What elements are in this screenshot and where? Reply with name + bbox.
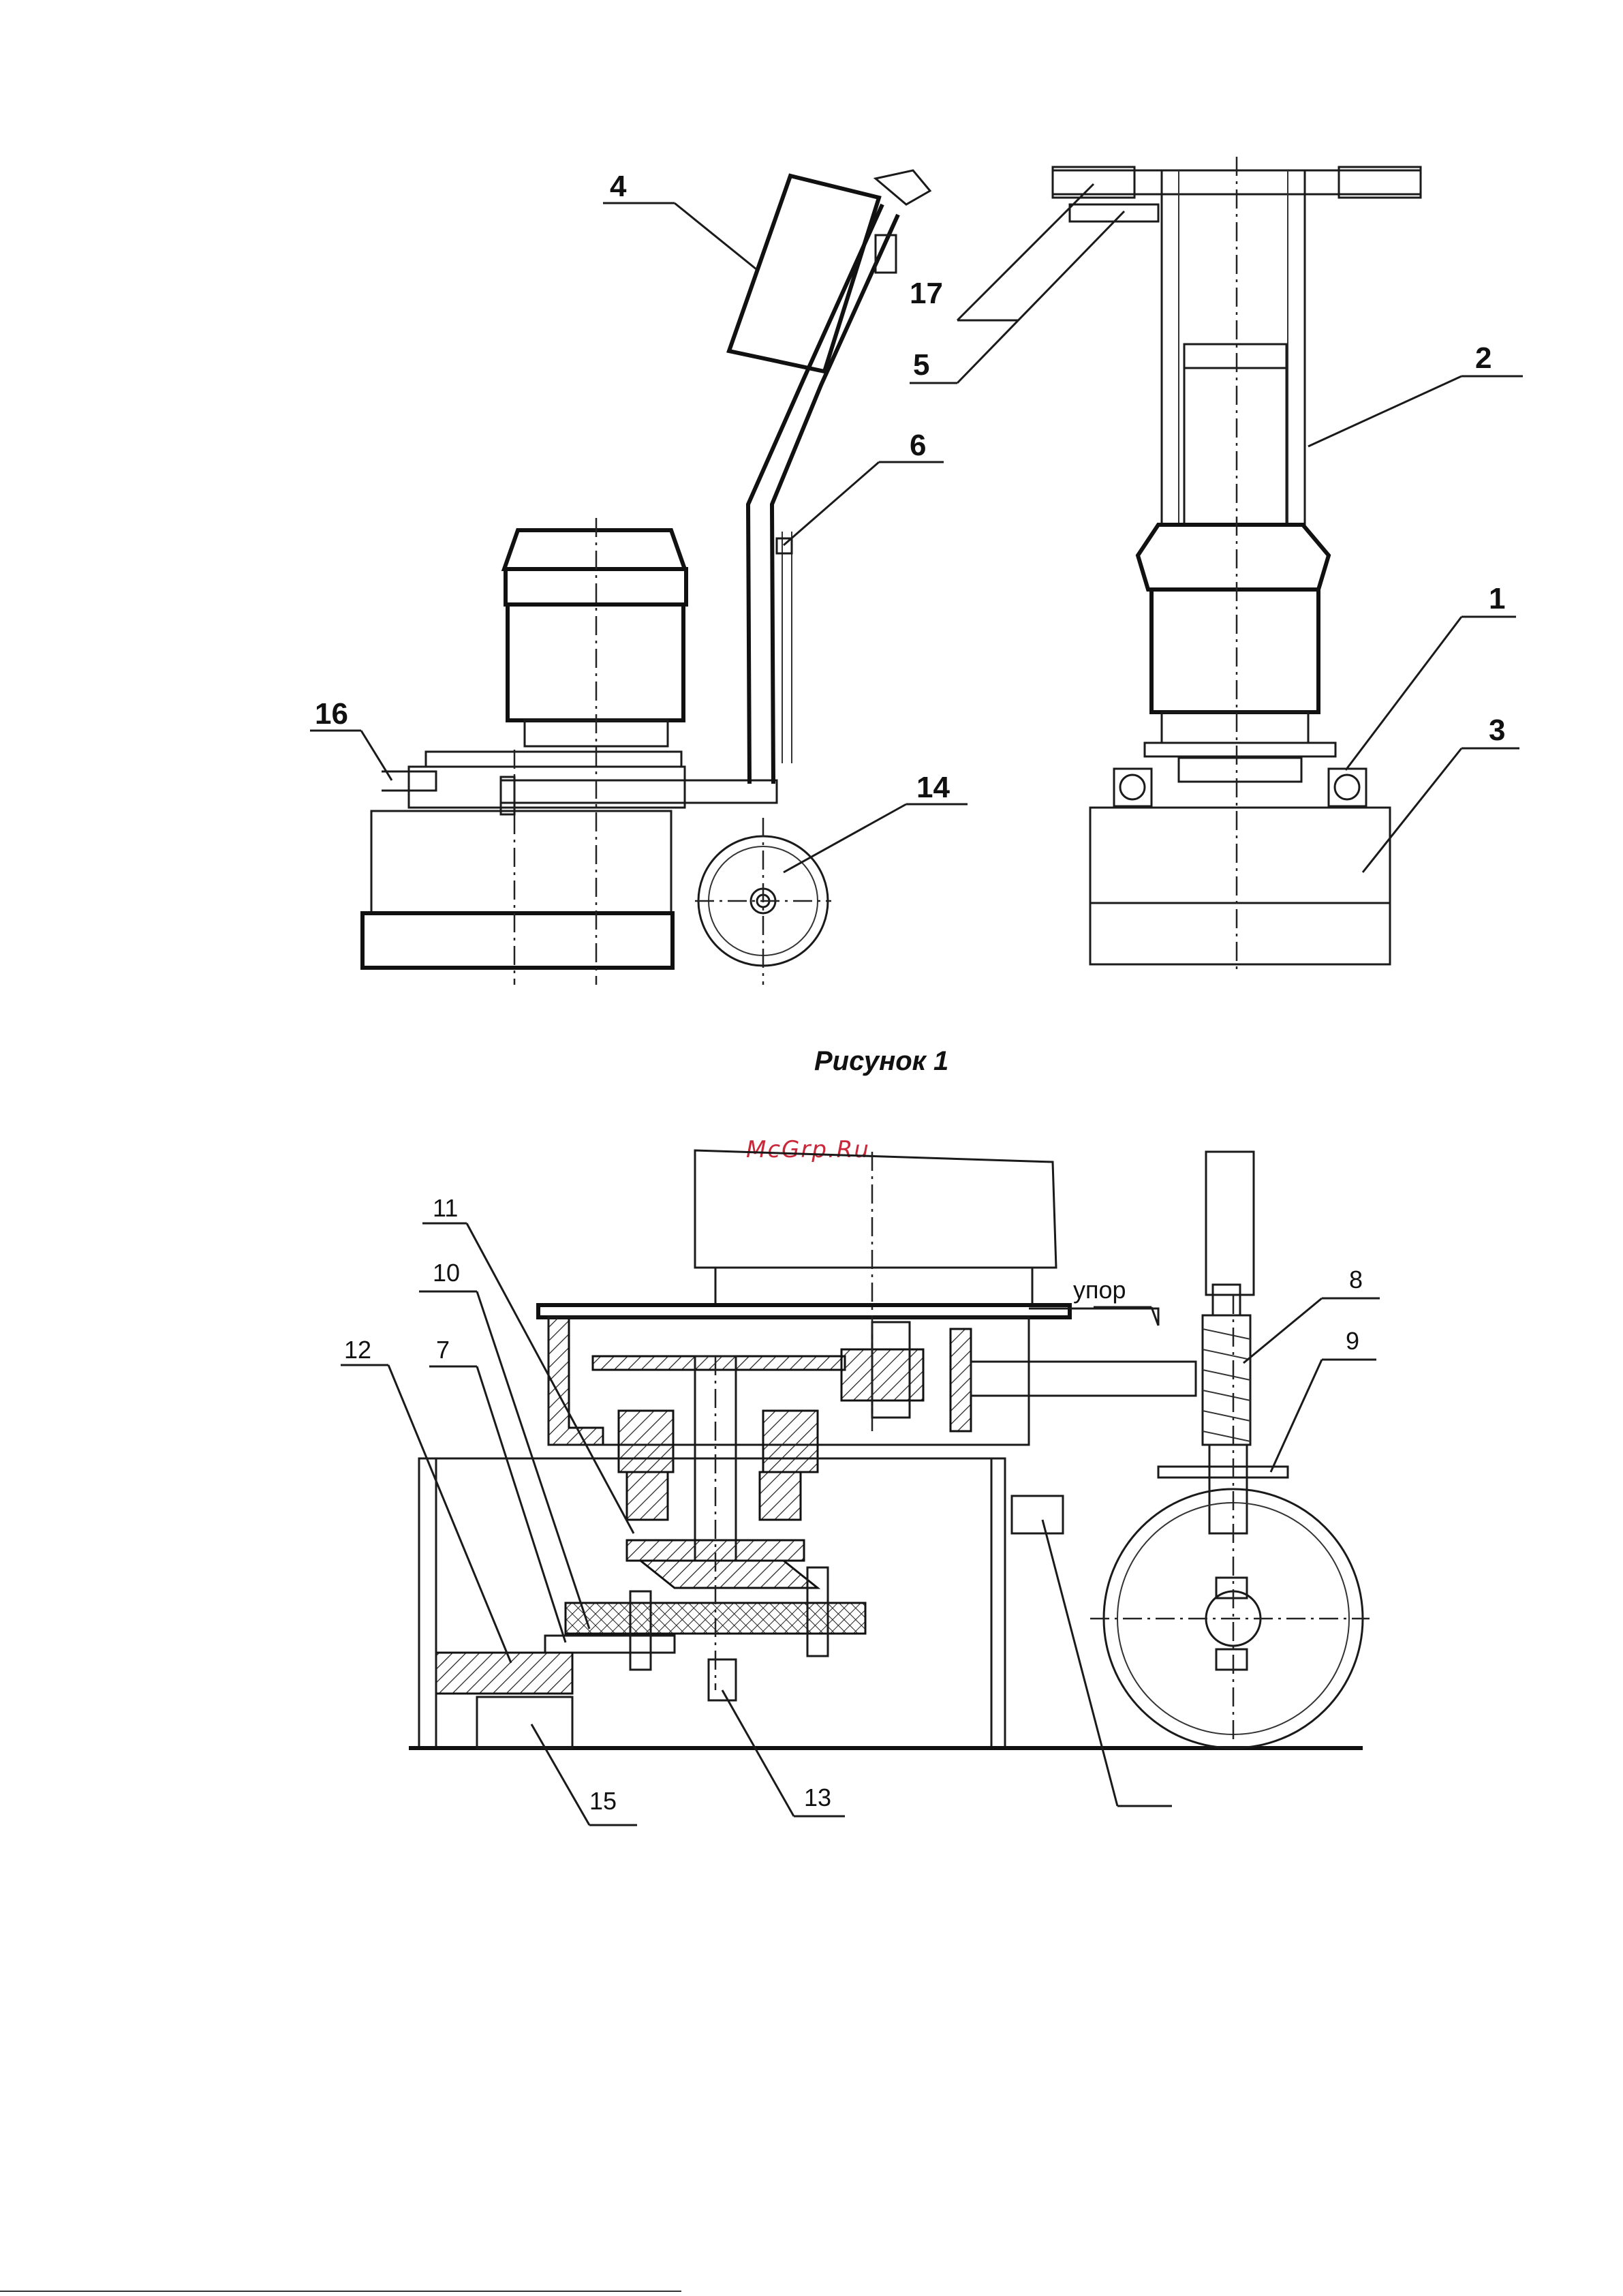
bolt-13: [709, 1659, 736, 1700]
figure-caption: Рисунок 1: [814, 1046, 948, 1076]
front-plate: [1090, 903, 1390, 964]
label-12: 12: [344, 1336, 371, 1364]
top-plate: [426, 752, 681, 767]
control-box: [729, 176, 879, 371]
label-3: 3: [1489, 714, 1505, 747]
grinding-plate: [362, 913, 673, 968]
label-2: 2: [1475, 341, 1491, 375]
front-base: [1090, 808, 1390, 903]
section-top-plate: [538, 1305, 1070, 1317]
base-housing: [371, 811, 671, 913]
label-9: 9: [1346, 1327, 1359, 1355]
motor-cap: [504, 530, 685, 569]
label-16: 16: [315, 697, 348, 731]
section-view: [409, 1150, 1370, 1748]
label-10: 10: [433, 1259, 460, 1287]
label-4: 4: [610, 170, 627, 203]
label-13: 13: [804, 1784, 831, 1811]
section-column: [1206, 1152, 1254, 1295]
label-8: 8: [1349, 1266, 1363, 1294]
front-motor-body: [1151, 590, 1318, 712]
watermark: McGrp.Ru: [746, 1136, 870, 1163]
axle-arm: [501, 780, 777, 803]
section-arm: [971, 1362, 1196, 1396]
side-view: [362, 170, 930, 985]
front-motor-cap: [1138, 525, 1329, 590]
label-stop: упор: [1073, 1276, 1126, 1304]
handle-knob: [876, 170, 930, 204]
label-17: 17: [910, 277, 943, 310]
label-14: 14: [916, 771, 950, 804]
grip-left: [1053, 167, 1134, 198]
switch-box: [1012, 1496, 1063, 1533]
label-7: 7: [436, 1336, 450, 1364]
section-motor: [695, 1150, 1056, 1268]
label-1: 1: [1489, 582, 1505, 615]
front-leaders: [910, 184, 1523, 872]
section-leaders: [341, 1223, 1380, 1825]
segment-12: [436, 1653, 572, 1694]
grip-right: [1339, 167, 1421, 198]
label-6: 6: [910, 429, 926, 462]
front-view: [1053, 157, 1421, 975]
washer-9: [1158, 1467, 1288, 1478]
reducer-housing: [409, 767, 685, 808]
label-5: 5: [913, 348, 929, 382]
label-15: 15: [589, 1787, 617, 1815]
label-11: 11: [433, 1194, 458, 1222]
